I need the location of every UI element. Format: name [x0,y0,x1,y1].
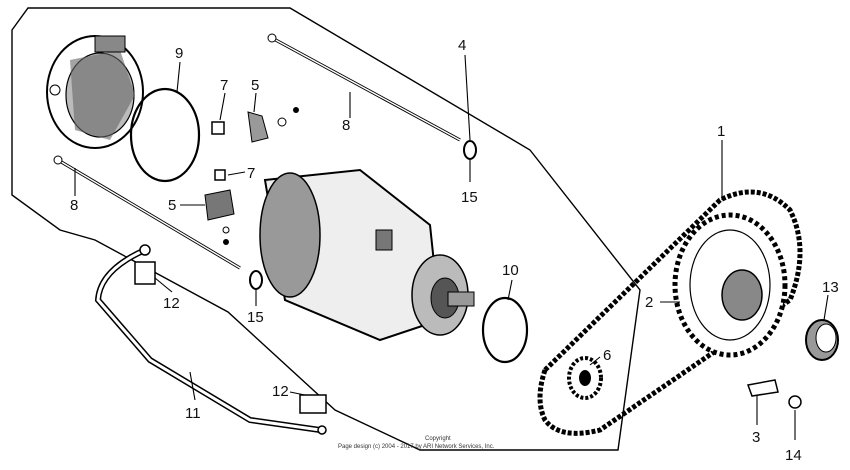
callout-14: 14 [785,447,802,464]
collar-13 [805,319,839,361]
callout-2: 2 [645,294,653,311]
callout-3: 3 [752,429,760,446]
brush-holder-parts [204,107,299,245]
callout-6: 6 [603,347,611,364]
callouts: 9 7 5 8 4 15 7 5 8 15 12 10 1 2 13 6 11 … [70,37,839,464]
through-bolt-lower [53,155,241,270]
callout-7-upper: 7 [220,77,228,94]
plate-3 [746,379,779,397]
callout-11: 11 [185,405,201,422]
callout-5-lower: 5 [168,197,176,214]
o-ring-9 [129,87,201,183]
washer-15-lower [249,270,263,290]
callout-5-upper: 5 [251,77,259,94]
o-ring-10 [481,296,529,364]
copyright-line-1: Copyright [425,436,451,442]
callout-15-upper: 15 [461,189,478,206]
drive-sprocket [567,356,603,400]
callout-7-lower: 7 [247,165,255,182]
rear-cover [46,35,144,149]
callout-4: 4 [458,37,466,54]
copyright-line-2: Page design (c) 2004 - 2017 by ARI Netwo… [338,444,495,450]
assembly-boundary [11,7,641,451]
terminal-cover-12-lower [299,394,327,414]
callout-12-upper: 12 [163,295,180,312]
drive-chain [537,189,803,436]
callout-13: 13 [822,279,839,296]
washer-15-upper [463,140,477,160]
callout-15-lower: 15 [247,309,264,326]
starter-cable [94,244,327,435]
callout-10: 10 [502,262,519,279]
starter-motor [259,168,475,342]
through-bolt-upper [267,33,461,142]
terminal-cover-12-upper [134,261,156,285]
bolt-14 [788,395,802,409]
callout-8-lower: 8 [70,197,78,214]
leader-lines [74,54,829,440]
driven-sprocket [672,212,788,358]
callout-8-upper: 8 [342,117,350,134]
callout-12-lower: 12 [272,383,289,400]
callout-9: 9 [175,45,183,62]
callout-1: 1 [717,123,725,140]
